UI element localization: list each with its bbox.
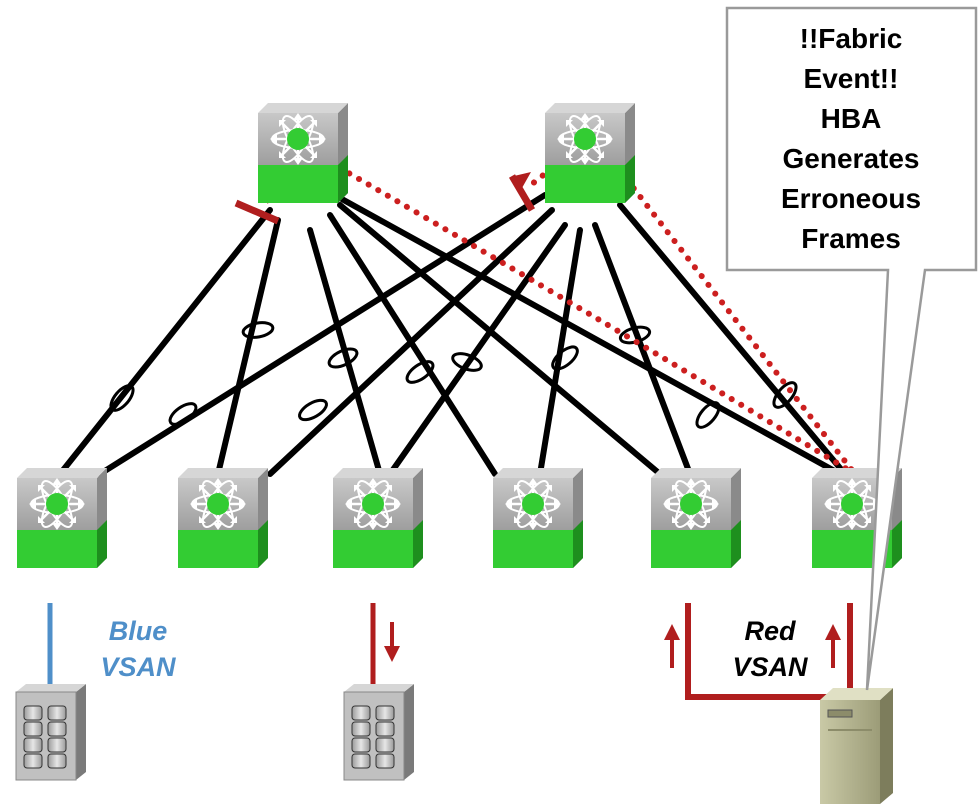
mds-switch-icon	[176, 466, 270, 570]
mds-switch-icon	[331, 466, 425, 570]
callout-line-2: Event!!	[804, 63, 899, 94]
callout-line-1: !!Fabric	[800, 23, 903, 54]
mds-switch-icon	[491, 466, 585, 570]
disk-array-icon	[15, 683, 87, 781]
callout-line-6: Frames	[801, 223, 901, 254]
red-vsan-label-line-2: VSAN	[732, 652, 808, 682]
blue-vsan-label-line-1: Blue	[109, 616, 168, 646]
blue-vsan-label: Blue VSAN	[100, 616, 176, 682]
edge-switches	[15, 466, 904, 570]
mds-switch-icon	[543, 101, 637, 205]
blue-vsan-label-line-2: VSAN	[100, 652, 176, 682]
callout-line-5: Erroneous	[781, 183, 921, 214]
frame-direction-arrows	[384, 622, 841, 668]
callout-line-4: Generates	[783, 143, 920, 174]
callout-line-3: HBA	[821, 103, 882, 134]
disk-array-icon	[343, 683, 415, 781]
mds-switch-icon	[15, 466, 109, 570]
fabric-links	[57, 192, 848, 477]
red-vsan-label-line-1: Red	[744, 616, 796, 646]
mds-switch-icon	[649, 466, 743, 570]
port-channel-icon	[109, 321, 798, 429]
fabric-event-callout: !!Fabric Event!! HBA Generates Erroneous…	[725, 6, 978, 691]
core-switches	[256, 101, 637, 205]
server-icon	[820, 688, 893, 804]
blocked-link-marker-icon	[508, 172, 536, 212]
mds-switch-icon	[256, 101, 350, 205]
red-vsan-link	[685, 603, 853, 700]
red-vsan-label: Red VSAN	[732, 616, 808, 682]
erroneous-frame-path	[265, 140, 861, 481]
